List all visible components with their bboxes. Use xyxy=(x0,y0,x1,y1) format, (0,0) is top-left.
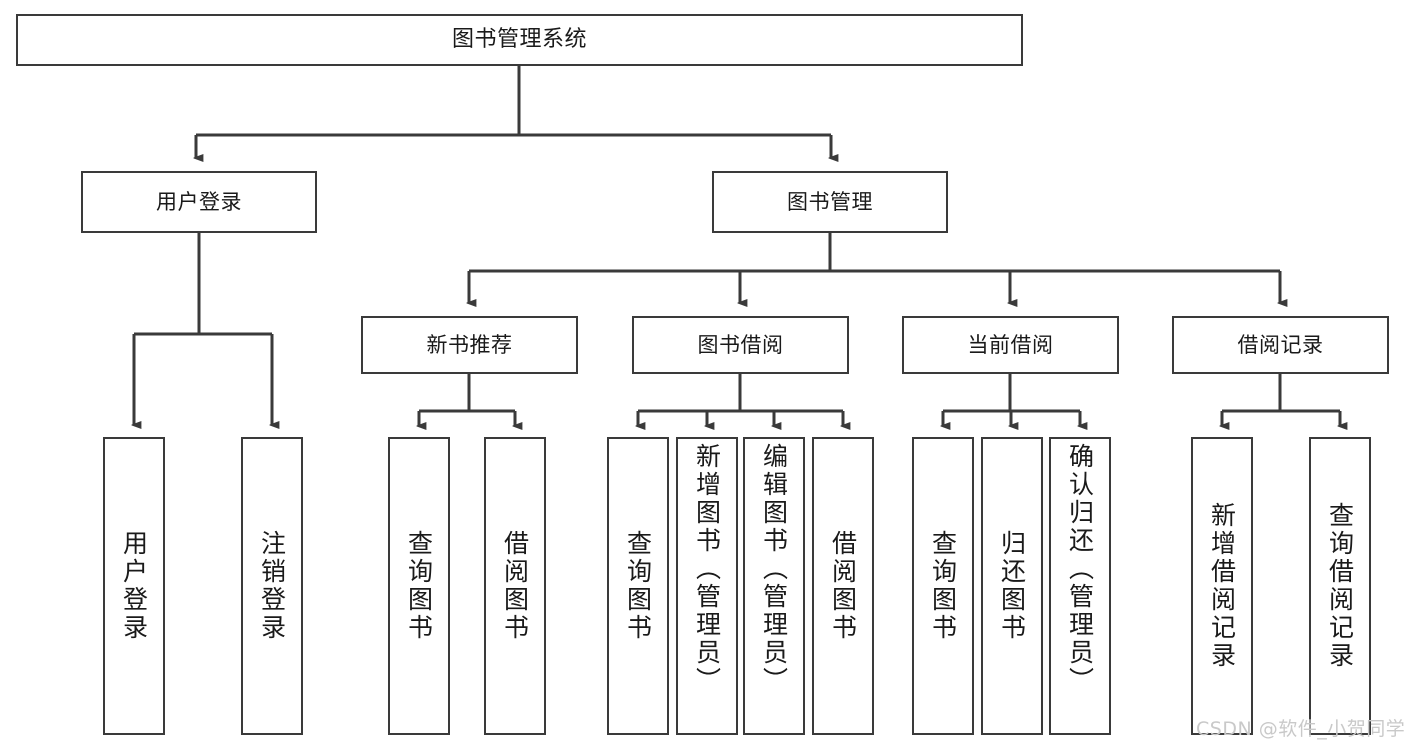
node-leaf-query-record[interactable]: 查询借阅记录 xyxy=(1309,437,1371,735)
node-label: 查询借阅记录 xyxy=(1325,502,1355,670)
node-current-borrow[interactable]: 当前借阅 xyxy=(902,316,1119,374)
node-label: 当前借阅 xyxy=(967,332,1054,357)
node-leaf-user-login[interactable]: 用户登录 xyxy=(103,437,165,735)
node-user-login[interactable]: 用户登录 xyxy=(81,171,317,233)
node-label: 借阅图书 xyxy=(500,530,530,642)
node-leaf-query-book-2[interactable]: 查询图书 xyxy=(607,437,669,735)
node-label: 借阅图书 xyxy=(828,530,858,642)
csdn-watermark: CSDN @软件_小贺同学 xyxy=(1196,718,1405,740)
node-leaf-query-book-3[interactable]: 查询图书 xyxy=(912,437,974,735)
node-borrow-record[interactable]: 借阅记录 xyxy=(1172,316,1389,374)
node-leaf-return-book[interactable]: 归还图书 xyxy=(981,437,1043,735)
node-label: 编辑图书（管理员） xyxy=(759,443,789,695)
node-label: 归还图书 xyxy=(997,530,1027,642)
node-label: 借阅记录 xyxy=(1237,332,1324,357)
node-label: 图书管理 xyxy=(787,189,873,214)
node-label: 查询图书 xyxy=(404,530,434,642)
node-book-manage[interactable]: 图书管理 xyxy=(712,171,948,233)
node-label: 用户登录 xyxy=(156,189,242,214)
node-leaf-borrow-book-1[interactable]: 借阅图书 xyxy=(484,437,546,735)
node-label: 图书借阅 xyxy=(697,332,784,357)
node-leaf-confirm-return[interactable]: 确认归还（管理员） xyxy=(1049,437,1111,735)
node-leaf-add-record[interactable]: 新增借阅记录 xyxy=(1191,437,1253,735)
node-label: 确认归还（管理员） xyxy=(1065,443,1095,695)
node-leaf-query-book-1[interactable]: 查询图书 xyxy=(388,437,450,735)
node-label: 图书管理系统 xyxy=(451,27,587,53)
node-new-book-recommend[interactable]: 新书推荐 xyxy=(361,316,578,374)
node-label: 新增借阅记录 xyxy=(1207,502,1237,670)
node-label: 新书推荐 xyxy=(426,332,513,357)
node-leaf-edit-book[interactable]: 编辑图书（管理员） xyxy=(743,437,805,735)
node-leaf-add-book[interactable]: 新增图书（管理员） xyxy=(676,437,738,735)
node-label: 用户登录 xyxy=(119,530,149,642)
node-leaf-borrow-book-2[interactable]: 借阅图书 xyxy=(812,437,874,735)
node-book-borrow[interactable]: 图书借阅 xyxy=(632,316,849,374)
node-label: 查询图书 xyxy=(623,530,653,642)
node-label: 新增图书（管理员） xyxy=(692,443,722,695)
node-root-system[interactable]: 图书管理系统 xyxy=(16,14,1023,66)
node-label: 查询图书 xyxy=(928,530,958,642)
node-label: 注销登录 xyxy=(257,530,287,642)
node-leaf-logout-login[interactable]: 注销登录 xyxy=(241,437,303,735)
